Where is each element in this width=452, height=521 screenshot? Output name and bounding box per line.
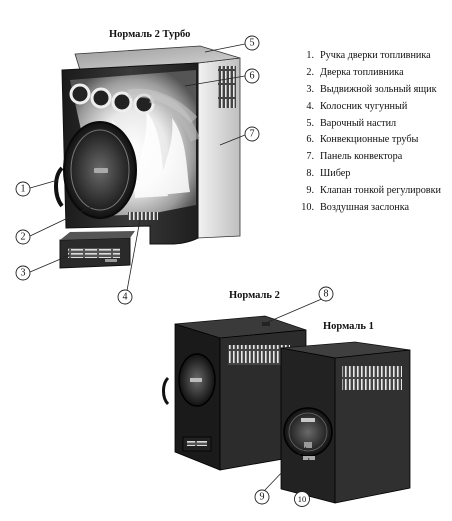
damper-handle[interactable] [262, 322, 270, 326]
callout-9: 9 [260, 492, 265, 503]
callout-8: 8 [324, 289, 329, 300]
callout-2: 2 [21, 232, 26, 243]
legend-num: 3. [306, 83, 314, 95]
callout-10: 10 [298, 494, 307, 504]
cooking-plate [74, 45, 241, 71]
convector-grille-small [342, 366, 402, 390]
callout-1: 1 [21, 184, 26, 195]
callout-7: 7 [250, 129, 255, 140]
cutaway-title: Нормаль 2 Турбо [109, 29, 190, 40]
convector-grille [218, 66, 236, 108]
legend-text: Конвекционные трубы [320, 134, 419, 146]
callout-4: 4 [123, 292, 128, 303]
door-handle[interactable] [54, 166, 64, 208]
legend-text: Воздушная заслонка [320, 202, 410, 214]
legend-text: Панель конвектора [320, 151, 403, 163]
cast-iron-grate [128, 212, 158, 220]
legend-num: 2. [306, 66, 314, 78]
legend-text: Варочный настил [320, 117, 397, 129]
convection-tubes [69, 83, 200, 142]
legend-text: Дверка топливника [320, 66, 404, 78]
legend-text: Клапан тонкой регулировки [320, 185, 441, 197]
legend-item: 9. Клапан тонкой регулировки [300, 185, 450, 198]
callouts-cutaway: 5 6 7 1 2 3 4 [15, 35, 260, 305]
legend-num: 8. [306, 168, 314, 180]
cutaway-stove [54, 45, 241, 269]
legend-item: 5. Варочный настил [300, 118, 450, 131]
model-large-title: Нормаль 2 [229, 290, 280, 301]
legend-item: 6. Конвекционные трубы [300, 134, 450, 147]
door-small[interactable] [283, 407, 333, 457]
callouts-models: 8 9 10 [254, 286, 334, 507]
callout-5: 5 [250, 38, 255, 49]
legend-num: 9. [306, 185, 314, 197]
legend-num: 1. [306, 50, 314, 61]
legend-item: 2. Дверка топливника [300, 67, 450, 80]
legend-text: Шибер [320, 168, 351, 180]
legend-item: 1. Ручка дверки топливника [300, 50, 450, 63]
legend-num: 4. [306, 100, 314, 112]
leader-lines-models [264, 297, 325, 493]
stove-normal-1 [280, 341, 411, 504]
model-small-title: Нормаль 1 [323, 321, 374, 332]
fine-adjust-valve[interactable] [304, 442, 312, 448]
callout-3: 3 [21, 268, 26, 279]
legend-num: 7. [306, 151, 314, 163]
convector-grille-large [228, 345, 290, 365]
legend-text: Выдвижной зольный ящик [320, 83, 437, 95]
legend-text: Ручка дверки топливника [320, 50, 431, 61]
legend-num: 10. [301, 202, 314, 214]
leader-lines-cutaway [29, 43, 246, 297]
callout-6: 6 [250, 71, 255, 82]
legend-item: 10. Воздушная заслонка [300, 202, 450, 215]
legend-num: 6. [306, 134, 314, 146]
door-logo [94, 168, 108, 173]
legend-item: 8. Шибер [300, 168, 450, 181]
legend-item: 7. Панель конвектора [300, 151, 450, 164]
legend-text: Колосник чугунный [320, 100, 408, 112]
legend-item: 3. Выдвижной зольный ящик [300, 84, 450, 97]
legend-item: 4. Колосник чугунный [300, 101, 450, 114]
legend-num: 5. [306, 117, 314, 129]
parts-legend: 1. Ручка дверки топливника 2. Дверка топли… [300, 50, 450, 219]
ash-drawer[interactable] [59, 231, 135, 269]
